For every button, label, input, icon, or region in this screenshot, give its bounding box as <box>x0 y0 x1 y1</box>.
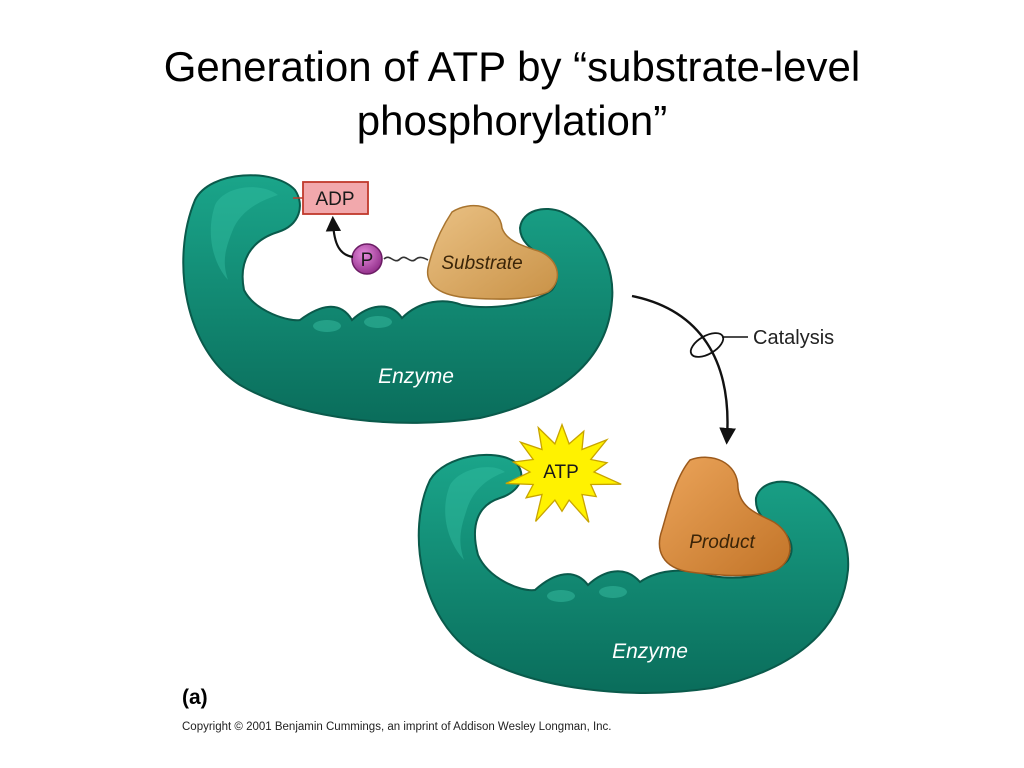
catalysis-arrow <box>631 294 737 445</box>
bottom-enzyme-bump-highlight <box>599 586 627 598</box>
substrate-label: Substrate <box>441 253 522 274</box>
adp-box <box>302 181 369 215</box>
top-enzyme-bump-highlight <box>313 320 341 332</box>
product-shape <box>658 456 791 577</box>
catalysis-process: Catalysis <box>631 294 834 445</box>
page-title: Generation of ATP by “substrate-level ph… <box>0 40 1024 148</box>
top-enzyme-bump-highlight <box>364 316 392 328</box>
atp-starburst <box>505 422 622 523</box>
top-enzyme-highlight <box>210 187 278 280</box>
bottom-enzyme-bump-highlight <box>547 590 575 602</box>
phosphate-transfer-arrow <box>325 215 354 259</box>
product-label: Product <box>689 532 755 553</box>
bottom-enzyme-shape <box>417 453 850 694</box>
bottom-enzyme-highlight <box>445 467 505 560</box>
phosphate-bond <box>383 256 429 262</box>
adp: ADP <box>293 181 369 215</box>
catalysis-loop <box>689 332 725 358</box>
phosphate: P <box>351 243 383 275</box>
copyright-notice: Copyright © 2001 Benjamin Cummings, an i… <box>182 721 612 733</box>
bottom-enzyme: Enzyme <box>417 453 850 694</box>
panel-label: (a) <box>182 686 208 709</box>
atp: ATP <box>505 422 622 523</box>
catalysis-label: Catalysis <box>753 327 834 349</box>
phosphate-label: P <box>361 250 374 271</box>
product: Product <box>658 456 791 577</box>
bottom-enzyme-label: Enzyme <box>612 640 688 663</box>
adp-label: ADP <box>315 189 354 210</box>
top-enzyme: Enzyme <box>182 174 614 424</box>
atp-label: ATP <box>543 462 579 483</box>
top-enzyme-label: Enzyme <box>378 365 454 388</box>
substrate-shape <box>426 204 559 300</box>
phosphate-circle <box>351 243 383 275</box>
substrate: Substrate <box>426 204 559 300</box>
title-line-2: phosphorylation” <box>356 97 668 144</box>
title-line-1: Generation of ATP by “substrate-level <box>163 43 861 90</box>
